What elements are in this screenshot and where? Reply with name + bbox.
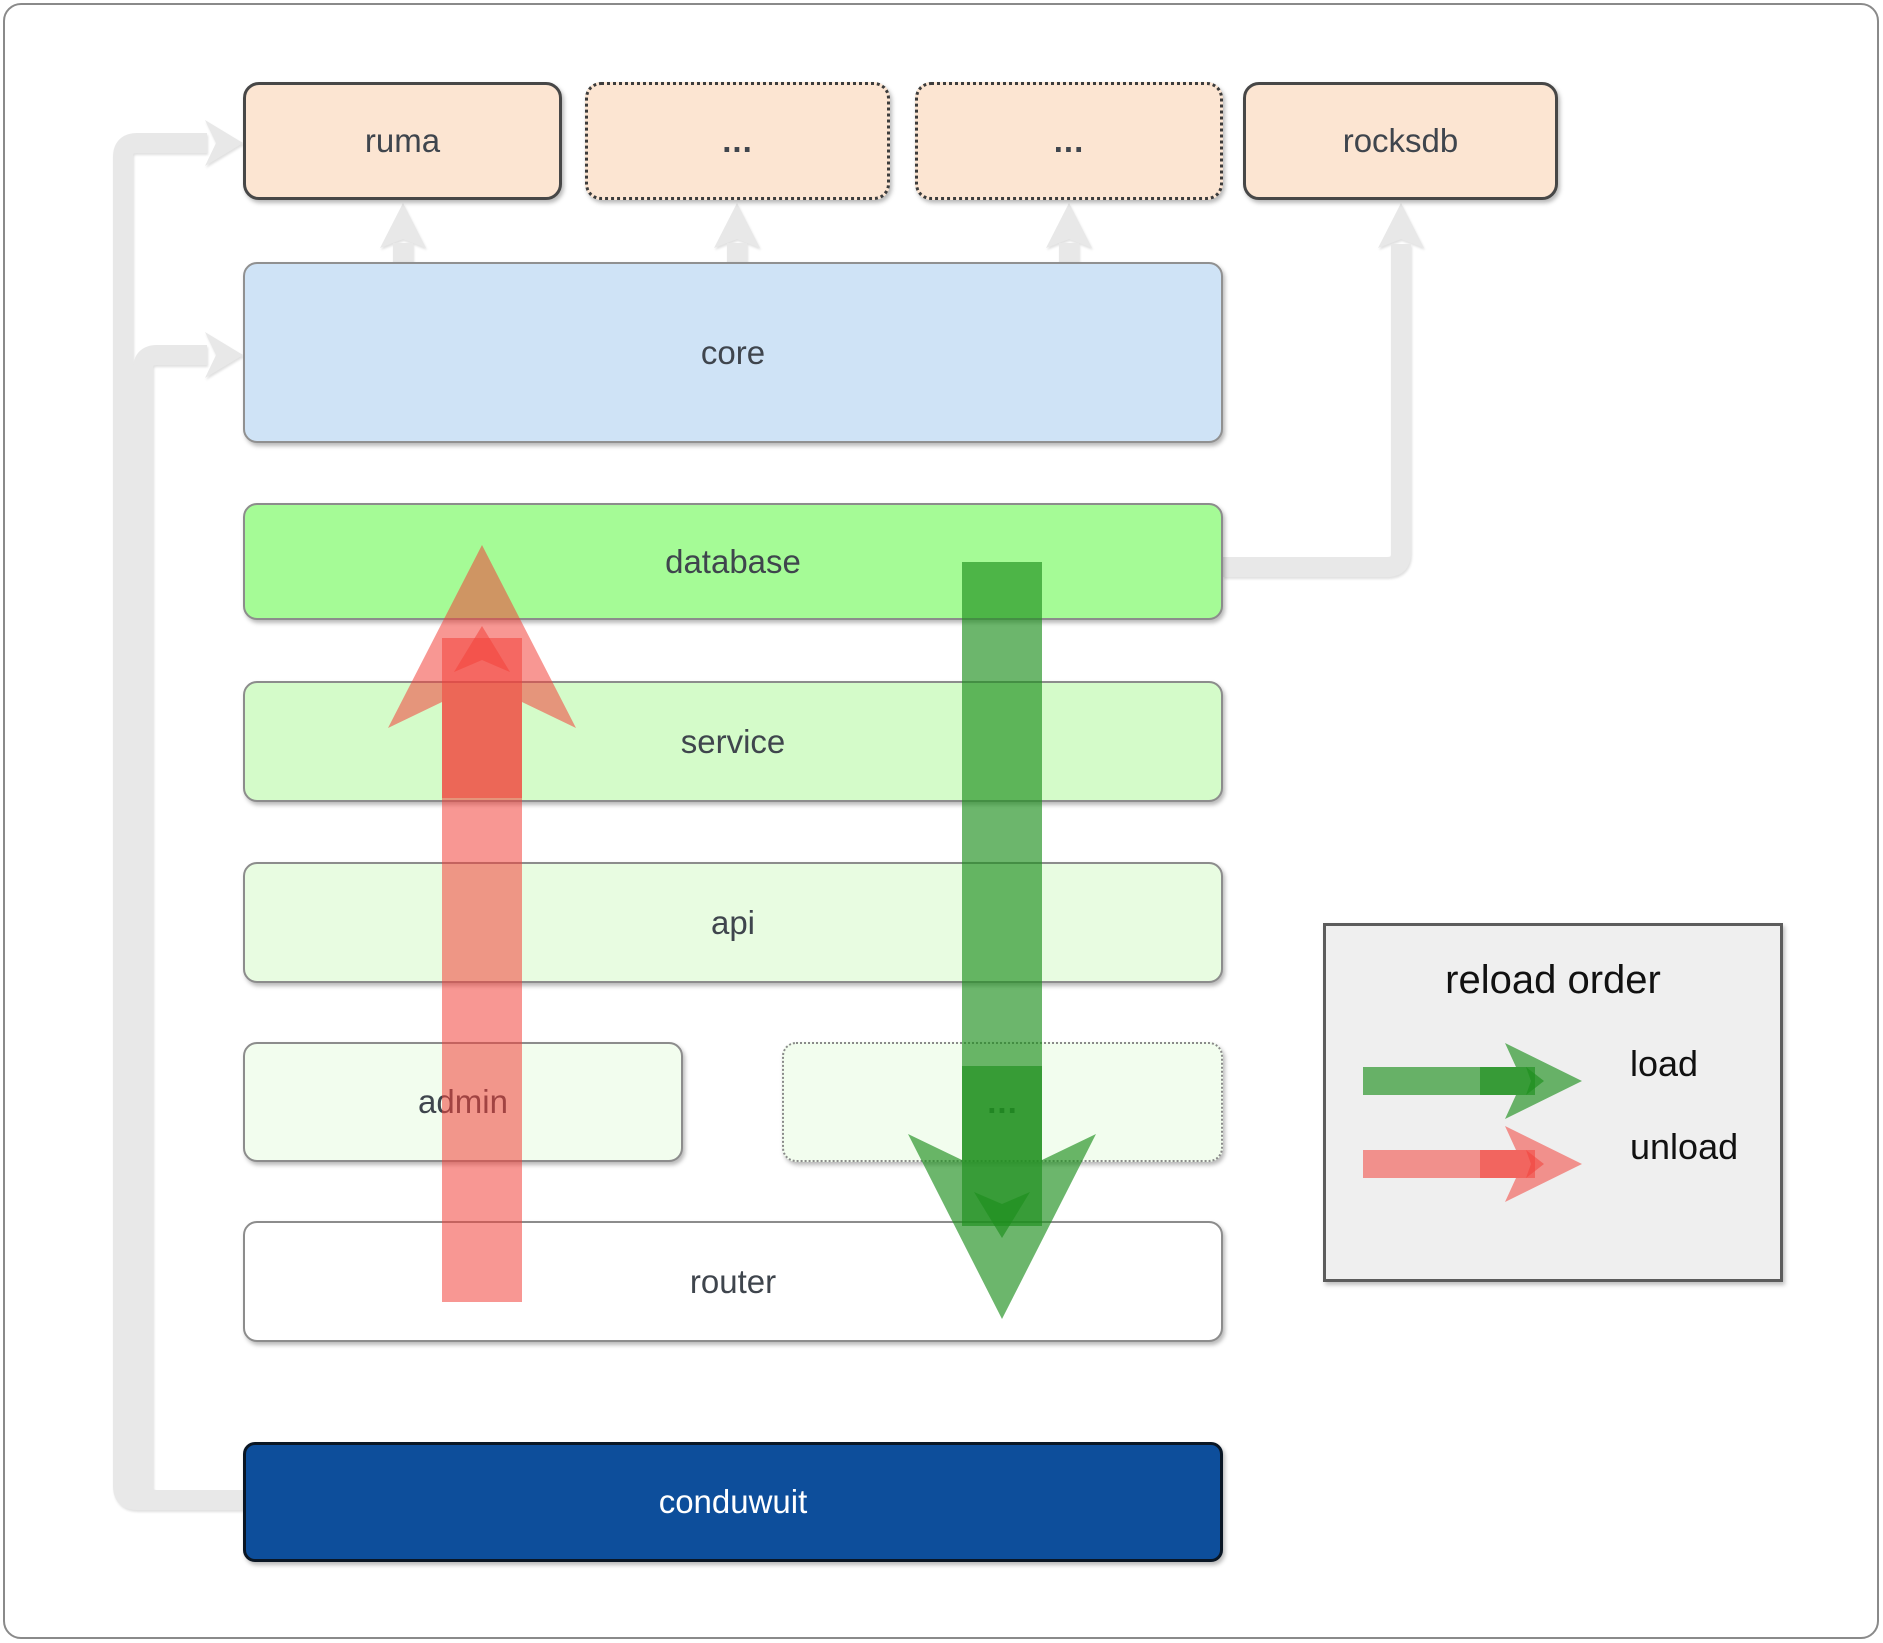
node-service: service <box>243 681 1223 802</box>
node-admin: admin <box>243 1042 683 1162</box>
node-ellipsis-top-1-label: ... <box>722 122 753 159</box>
node-router-label: router <box>689 1262 777 1300</box>
node-core-label: core <box>700 333 766 371</box>
node-router: router <box>243 1221 1223 1342</box>
node-database: database <box>243 503 1223 620</box>
legend-unload-label: unload <box>1630 1126 1739 1167</box>
node-service-label: service <box>680 722 786 760</box>
node-ellipsis-admin-row: ... <box>782 1042 1223 1162</box>
node-ellipsis-top-1: ... <box>585 82 890 200</box>
node-core: core <box>243 262 1223 443</box>
diagram-outer-border <box>3 3 1879 1639</box>
legend: reload order load unload <box>1323 923 1783 1282</box>
node-ellipsis-top-2-label: ... <box>1053 122 1085 159</box>
node-conduwuit: conduwuit <box>243 1442 1223 1562</box>
node-ruma-label: ruma <box>364 122 441 159</box>
node-ruma: ruma <box>243 82 562 200</box>
node-rocksdb: rocksdb <box>1243 82 1558 200</box>
node-ellipsis-admin-row-label: ... <box>987 1083 1018 1120</box>
node-rocksdb-label: rocksdb <box>1342 122 1459 159</box>
node-api-label: api <box>710 903 756 941</box>
legend-load-label: load <box>1630 1043 1699 1084</box>
legend-title: reload order <box>1445 958 1661 1002</box>
node-admin-label: admin <box>418 1083 508 1120</box>
node-api: api <box>243 862 1223 983</box>
node-database-label: database <box>665 542 801 580</box>
node-ellipsis-top-2: ... <box>915 82 1223 200</box>
node-conduwuit-label: conduwuit <box>658 1483 808 1520</box>
